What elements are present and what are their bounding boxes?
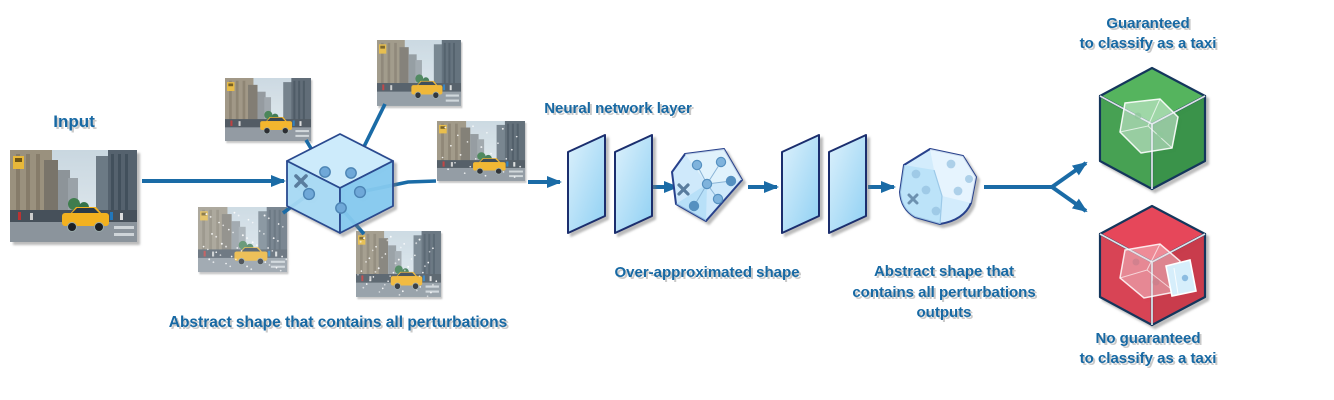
guaranteed-line2: to classify as a taxi (1079, 34, 1217, 52)
input-point-x-icon (294, 174, 308, 188)
abstract-input-cube (286, 133, 394, 234)
abstract-output-shape (899, 148, 977, 225)
not-guaranteed-line2: to classify as a taxi (1079, 349, 1217, 367)
over-approximated-shape (671, 148, 743, 222)
out-of-class-fragment (1165, 259, 1197, 297)
perturbed-image-top-right (376, 39, 462, 107)
blob1-dots (688, 156, 737, 212)
guaranteed-output-cube (1098, 66, 1207, 191)
nn-sheet (781, 134, 820, 234)
not-guaranteed-output-cube (1098, 204, 1207, 327)
abstract-output-line1: Abstract shape that (873, 263, 1015, 280)
perturbed-image-bottom-right-snow (355, 230, 442, 298)
blob1-x-icon (677, 183, 690, 196)
not-guaranteed-label: No guaranteed to classify as a taxi (1048, 329, 1248, 368)
arrow-fork-up (1050, 161, 1088, 189)
nn-sheet (614, 134, 653, 234)
blob2-dots (911, 159, 973, 216)
green-inner-shape (1119, 98, 1179, 154)
flow-arrows (142, 161, 1088, 213)
abstract-output-line2: contains all perturbations (852, 283, 1036, 301)
nn-sheet (828, 134, 867, 234)
over-approximated-label: Over-approximated shape (614, 264, 800, 281)
abstract-output-label: Abstract shape that contains all perturb… (844, 262, 1044, 324)
abstract-output-line3: outputs (916, 304, 972, 322)
perturbed-image-right-snow (436, 120, 526, 182)
nn-layers-group2 (781, 134, 867, 234)
red-cube-inner-edges (1099, 233, 1206, 325)
red-inner-shape (1119, 243, 1197, 299)
abstract-input-label: Abstract shape that contains all perturb… (168, 314, 508, 331)
arrow-fork-down (1050, 185, 1088, 213)
nn-layers-group1 (567, 134, 653, 234)
not-guaranteed-line1: No guaranteed (1095, 330, 1201, 347)
perturbed-image-bottom-left-rain (197, 206, 288, 273)
nn-sheet (567, 134, 606, 234)
nn-layer-label: Neural network layer (544, 100, 692, 117)
guaranteed-line1: Guaranteed (1106, 15, 1190, 32)
perturbed-image-top-left (224, 77, 312, 142)
perturbation-dots (302, 166, 367, 214)
input-taxi-image (9, 149, 138, 243)
input-label: Input (53, 112, 95, 131)
guaranteed-label: Guaranteed to classify as a taxi (1048, 14, 1248, 53)
blob2-x-icon (907, 193, 919, 205)
